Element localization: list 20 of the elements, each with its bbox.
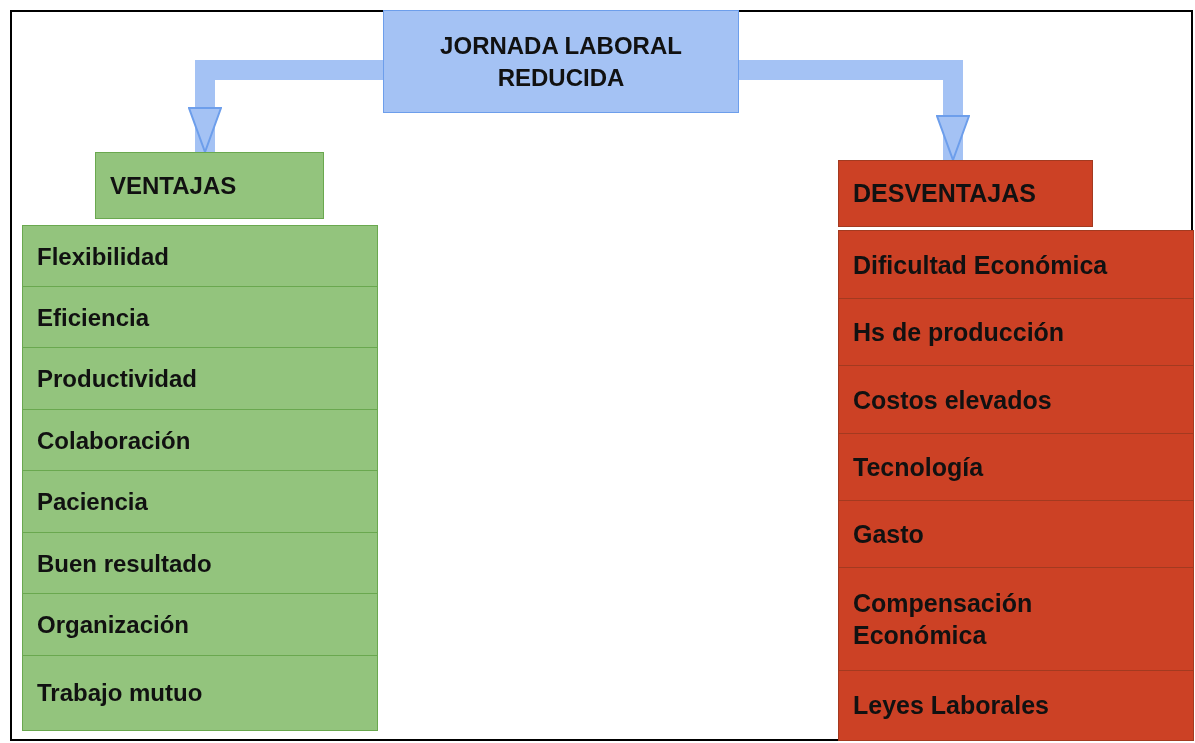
- list-item: Colaboración: [22, 409, 378, 472]
- list-item: Leyes Laborales: [838, 670, 1194, 741]
- list-item: Gasto: [838, 500, 1194, 569]
- list-item: Productividad: [22, 347, 378, 411]
- block-arrow: [188, 60, 383, 153]
- list-item: Flexibilidad: [22, 225, 378, 288]
- list-item: Compensación Económica: [838, 567, 1194, 672]
- list-item: Dificultad Económica: [838, 230, 1194, 300]
- list-item: Trabajo mutuo: [22, 655, 378, 731]
- list-item: Buen resultado: [22, 532, 378, 595]
- list-item: Costos elevados: [838, 365, 1194, 435]
- block-arrow: [739, 60, 970, 161]
- title-box: JORNADA LABORAL REDUCIDA: [383, 10, 739, 113]
- list-item: Paciencia: [22, 470, 378, 534]
- list-item: Tecnología: [838, 433, 1194, 502]
- category-header: VENTAJAS: [95, 152, 324, 219]
- list-item: Organización: [22, 593, 378, 657]
- list-item: Eficiencia: [22, 286, 378, 349]
- list-item: Hs de producción: [838, 298, 1194, 367]
- category-header: DESVENTAJAS: [838, 160, 1093, 227]
